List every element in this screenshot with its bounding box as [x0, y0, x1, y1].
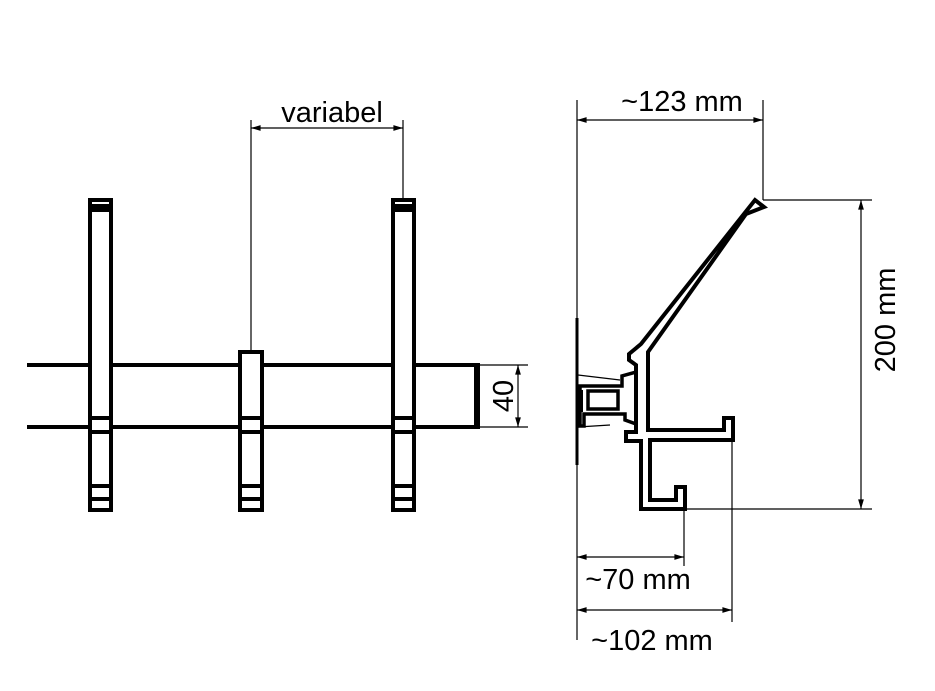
hook-profile	[624, 197, 769, 511]
depth-total-label: ~123 mm	[621, 86, 743, 118]
hook-right	[391, 198, 416, 512]
upper-hook-depth-label: ~102 mm	[591, 625, 713, 657]
front-view: variabel 40	[27, 97, 528, 512]
height-label: 200 mm	[870, 268, 902, 373]
rail-height-label: 40	[488, 380, 520, 412]
dimension-200: 200 mm	[685, 199, 902, 510]
dimension-40: 40	[479, 364, 528, 428]
dimension-123: ~123 mm	[576, 86, 764, 200]
dimension-102: ~102 mm	[576, 440, 733, 657]
dimension-variabel: variabel	[250, 97, 404, 352]
hook-left	[88, 198, 113, 512]
lower-hook-depth-label: ~70 mm	[585, 564, 691, 596]
hook-middle	[238, 350, 264, 512]
dimension-70: ~70 mm	[576, 509, 691, 596]
rail-clamp-profile	[577, 358, 643, 434]
side-view: ~123 mm 200 mm ~70 mm ~102 mm	[575, 86, 902, 657]
spacing-label: variabel	[281, 97, 383, 129]
